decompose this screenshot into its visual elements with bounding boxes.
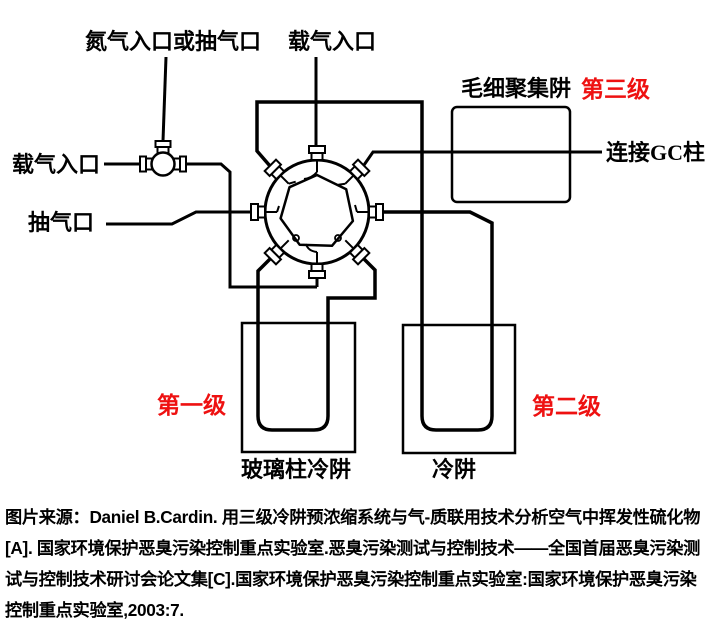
cold-trap-box: [401, 323, 517, 455]
valve-port-bottom: [308, 263, 326, 279]
trap2-loop-line: [255, 100, 494, 432]
label-cold-trap: 冷阱: [432, 457, 476, 482]
label-nitrogen-inlet: 氮气入口或抽气口: [85, 29, 261, 54]
label-capillary-trap: 毛细聚集阱: [461, 76, 571, 101]
label-glass-trap: 玻璃柱冷阱: [241, 457, 351, 482]
valve-port-top: [308, 145, 326, 161]
label-stage2: 第二级: [532, 393, 601, 419]
gc-column-line: [362, 150, 602, 166]
nitrogen-inlet-line: [161, 56, 168, 142]
rotary-valve: [250, 145, 384, 279]
citation-caption: 图片来源：Daniel B.Cardin. 用三级冷阱预浓缩系统与气-质联用技术…: [5, 502, 723, 626]
label-pump-port: 抽气口: [28, 210, 94, 235]
caption-line-4: 控制重点实验室,2003:7.: [5, 600, 184, 620]
caption-line-1: 图片来源：Daniel B.Cardin. 用三级冷阱预浓缩系统与气-质联用技术…: [5, 507, 701, 527]
valve-channel-dot-ll: [292, 234, 300, 242]
label-carrier-gas-top: 载气入口: [288, 29, 376, 54]
valve-channel-dot-lr: [334, 234, 342, 242]
label-stage3: 第三级: [581, 76, 650, 102]
preconcentrator-diagram: 氮气入口或抽气口 载气入口 载气入口 抽气口 毛细聚集阱 第三级 连接GC柱 第…: [12, 29, 705, 482]
trap1-loop-line: [256, 257, 377, 432]
valve-port-left: [250, 203, 266, 221]
label-stage1: 第一级: [157, 392, 226, 418]
capillary-trap-box: [450, 105, 572, 204]
valve-port-right: [368, 203, 384, 221]
valve-rotor: [279, 173, 355, 248]
glass-trap-box: [240, 321, 357, 454]
caption-line-2: [A]. 国家环境保护恶臭污染控制重点实验室.恶臭污染测试与控制技术——全国首届…: [5, 538, 701, 558]
caption-line-3: 试与控制技术研讨会论文集[C].国家环境保护恶臭污染控制重点实验室:国家环境保护…: [5, 569, 697, 589]
label-carrier-gas-left: 载气入口: [12, 152, 100, 177]
label-gc-column: 连接GC柱: [606, 140, 705, 165]
valve-channel-marks: [265, 160, 369, 264]
pump-port-line: [106, 210, 251, 226]
three-way-valve: [139, 140, 187, 177]
